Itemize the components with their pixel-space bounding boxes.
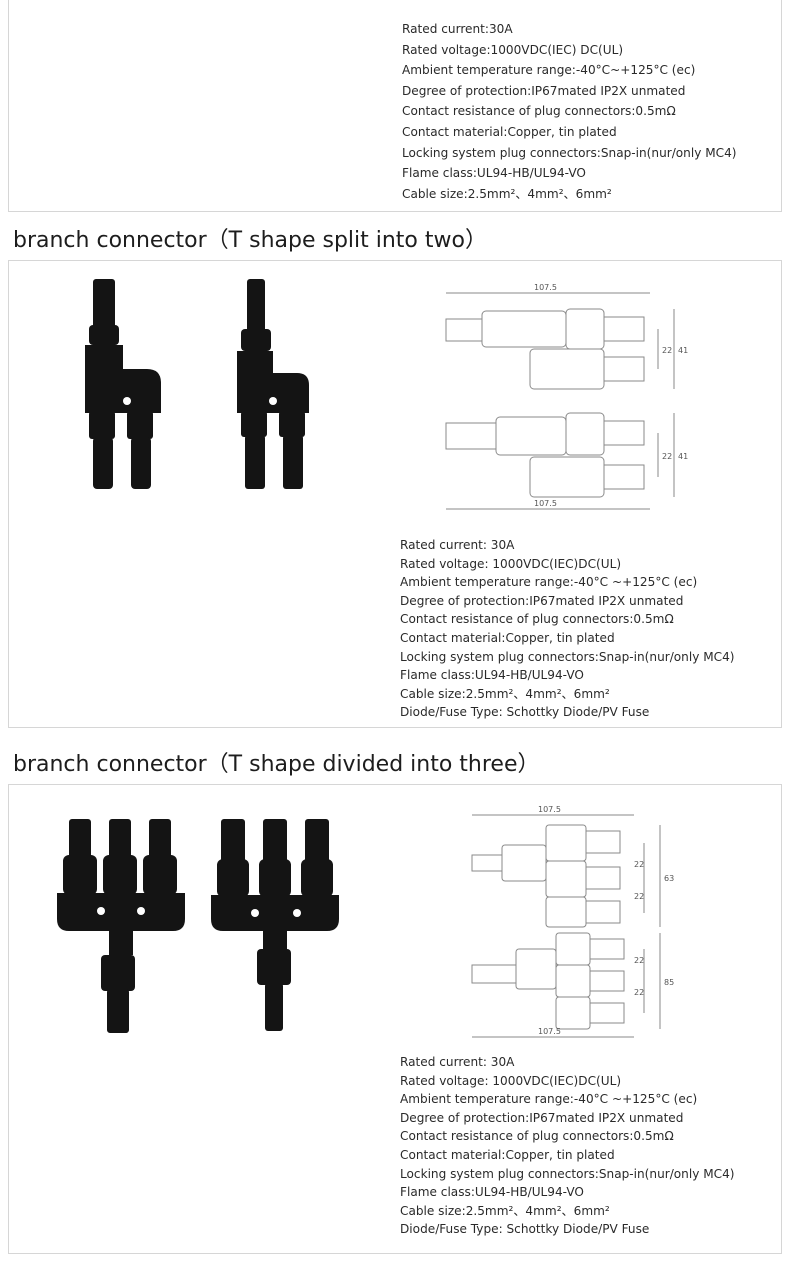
dimension-drawing-two-way: 107.5 22 41 22 41 107.5 — [445, 283, 688, 510]
spec-item: Diode/Fuse Type: Schottky Diode/PV Fuse — [400, 705, 650, 720]
spec-item: Rated current:30A — [402, 22, 513, 36]
dimension-label: 63 — [664, 874, 674, 883]
spec-item: Locking system plug connectors:Snap-in(n… — [402, 145, 737, 160]
dimension-label: 22 — [634, 956, 644, 965]
spec-item: Locking system plug connectors:Snap-in(n… — [400, 1166, 735, 1181]
dimension-label: 107.5 — [538, 1027, 561, 1036]
dimension-label: 107.5 — [538, 805, 561, 814]
top-spec-card: Rated current:30A Rated voltage:1000VDC(… — [8, 0, 782, 212]
spec-item: Degree of protection:IP67mated IP2X unma… — [402, 83, 686, 98]
dimension-label: 41 — [678, 452, 688, 461]
spec-item: Cable size:2.5mm²、4mm²、6mm² — [402, 186, 612, 201]
spec-item: Rated current: 30A — [400, 1055, 515, 1069]
section-heading-three-way: branch connector（T shape divided into th… — [13, 752, 540, 777]
spec-item: Contact resistance of plug connectors:0.… — [402, 104, 676, 119]
spec-item: Flame class:UL94-HB/UL94-VO — [400, 668, 584, 683]
spec-item: Locking system plug connectors:Snap-in(n… — [400, 649, 735, 664]
dimension-label: 107.5 — [534, 499, 557, 508]
spec-item: Ambient temperature range:-40°C ~+125°C … — [400, 575, 698, 590]
spec-item: Degree of protection:IP67mated IP2X unma… — [400, 1110, 684, 1125]
spec-item: Cable size:2.5mm²、4mm²、6mm² — [400, 1203, 610, 1218]
y-connector-2-way-image — [85, 279, 309, 489]
dimension-label: 22 — [634, 892, 644, 901]
spec-item: Ambient temperature range:-40°C~+125°C (… — [402, 63, 696, 78]
dimension-label: 22 — [662, 346, 672, 355]
y-connector-3-way-image — [57, 819, 339, 1033]
spec-item: Contact material:Copper, tin plated — [402, 124, 617, 139]
spec-list: Rated current: 30A Rated voltage: 1000VD… — [400, 1053, 735, 1239]
spec-item: Diode/Fuse Type: Schottky Diode/PV Fuse — [400, 1222, 650, 1237]
spec-item: Rated voltage: 1000VDC(IEC)DC(UL) — [400, 556, 622, 571]
spec-item: Degree of protection:IP67mated IP2X unma… — [400, 593, 684, 608]
spec-item: Ambient temperature range:-40°C ~+125°C … — [400, 1092, 698, 1107]
dimension-label: 85 — [664, 978, 674, 987]
spec-item: Contact material:Copper, tin plated — [400, 630, 615, 645]
dimension-label: 22 — [634, 860, 644, 869]
dimension-label: 41 — [678, 346, 688, 355]
spec-item: Contact resistance of plug connectors:0.… — [400, 612, 674, 627]
spec-item: Rated current: 30A — [400, 538, 515, 552]
spec-item: Rated voltage:1000VDC(IEC) DC(UL) — [402, 42, 624, 57]
three-way-product-card: 107.5 22 22 63 22 22 85 107.5 Rated curr… — [8, 784, 782, 1254]
spec-item: Rated voltage: 1000VDC(IEC)DC(UL) — [400, 1073, 622, 1088]
spec-list: Rated current: 30A Rated voltage: 1000VD… — [400, 536, 735, 722]
spec-item: Flame class:UL94-HB/UL94-VO — [402, 166, 586, 181]
spec-list: Rated current:30A Rated voltage:1000VDC(… — [402, 19, 737, 204]
spec-item: Contact resistance of plug connectors:0.… — [400, 1129, 674, 1144]
dimension-drawing-three-way: 107.5 22 22 63 22 22 85 107.5 — [471, 805, 674, 1038]
dimension-label: 22 — [634, 988, 644, 997]
spec-item: Flame class:UL94-HB/UL94-VO — [400, 1185, 584, 1200]
spec-item: Cable size:2.5mm²、4mm²、6mm² — [400, 686, 610, 701]
spec-item: Contact material:Copper, tin plated — [400, 1147, 615, 1162]
two-way-product-card: 107.5 22 41 22 41 107.5 Rated current: 3… — [8, 260, 782, 728]
dimension-label: 22 — [662, 452, 672, 461]
dimension-label: 107.5 — [534, 283, 557, 292]
section-heading-two-way: branch connector（T shape split into two） — [13, 228, 487, 253]
